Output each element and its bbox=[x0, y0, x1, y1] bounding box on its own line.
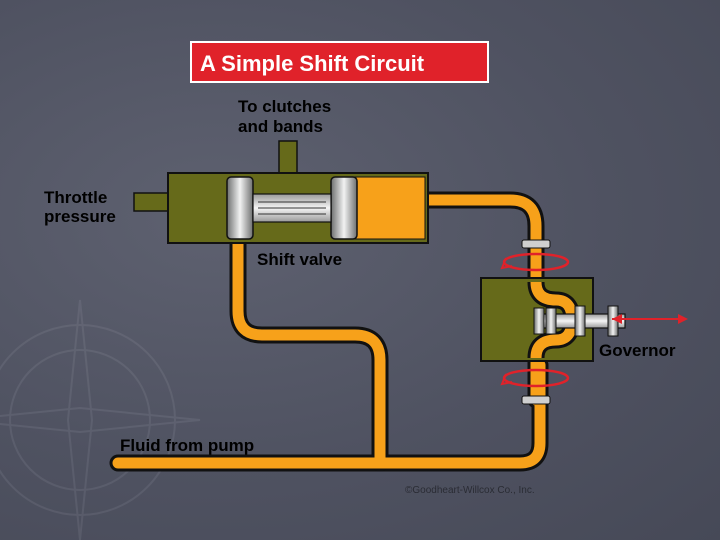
governor bbox=[480, 239, 626, 405]
shift-valve bbox=[133, 140, 429, 244]
throttle-label-line1: Throttle bbox=[44, 188, 107, 207]
rotation-arrow-icon bbox=[500, 252, 570, 388]
fluid-from-pump-label: Fluid from pump bbox=[120, 436, 254, 455]
clutches-label-line2: and bands bbox=[238, 117, 323, 136]
governor-label: Governor bbox=[599, 341, 676, 360]
credit-text: ©Goodheart-Willcox Co., Inc. bbox=[405, 485, 535, 496]
diagram-title: A Simple Shift Circuit bbox=[200, 51, 425, 76]
throttle-label-line2: pressure bbox=[44, 207, 116, 226]
motion-arrow-icon bbox=[612, 314, 688, 324]
clutches-label-line1: To clutches bbox=[238, 97, 331, 116]
compass-watermark bbox=[0, 299, 201, 540]
title-box: A Simple Shift Circuit bbox=[190, 41, 489, 83]
shift-valve-label: Shift valve bbox=[257, 250, 342, 269]
